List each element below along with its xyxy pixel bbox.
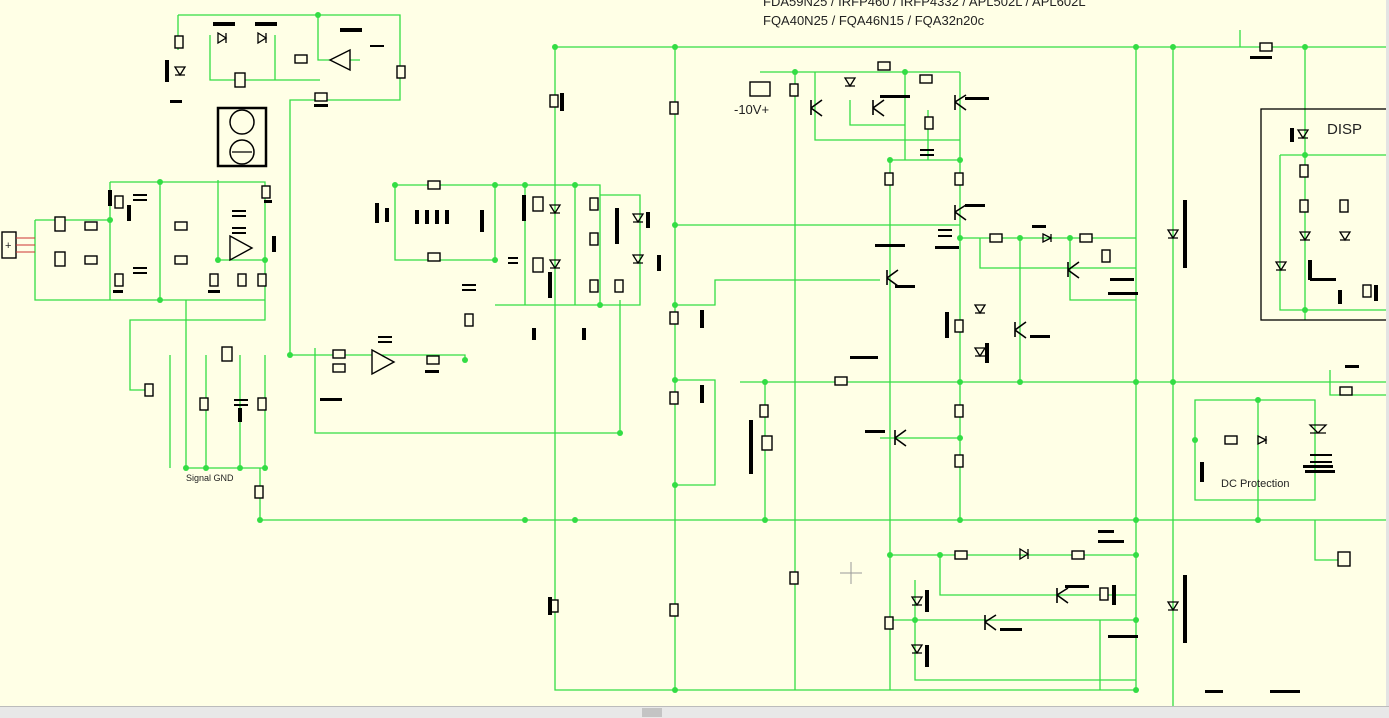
junctions [107, 12, 1308, 693]
horizontal-scrollbar[interactable] [0, 706, 1389, 718]
resistors[interactable] [84, 35, 1372, 630]
display-module[interactable] [1260, 108, 1386, 321]
dc-protection-label: DC Protection [1221, 478, 1289, 490]
component-label-bars [108, 22, 1378, 693]
signal-gnd-label: Signal GND [186, 473, 234, 483]
vertical-scrollbar[interactable] [1386, 0, 1389, 706]
minus-10v-label: -10V+ [734, 102, 769, 117]
film-capacitors[interactable] [54, 72, 773, 451]
potentiometer-module[interactable] [216, 106, 268, 168]
op-amps[interactable] [229, 48, 396, 376]
diodes[interactable] [173, 31, 1352, 655]
svg-text:+: + [5, 240, 11, 252]
horizontal-scrollbar-thumb[interactable] [642, 708, 662, 717]
transistors[interactable] [810, 94, 1080, 631]
wires [34, 14, 1386, 706]
capacitors[interactable] [133, 45, 1332, 463]
display-label: DISP [1327, 121, 1362, 138]
crosshair-cursor-icon [840, 562, 862, 584]
mosfet-list-line1: FDA59N25 / IRFP460 / IRFP4332 / APL502L … [763, 0, 1086, 9]
input-connector[interactable]: + [1, 231, 35, 259]
mosfet-list-line2: FQA40N25 / FQA46N15 / FQA32n20c [763, 13, 985, 28]
